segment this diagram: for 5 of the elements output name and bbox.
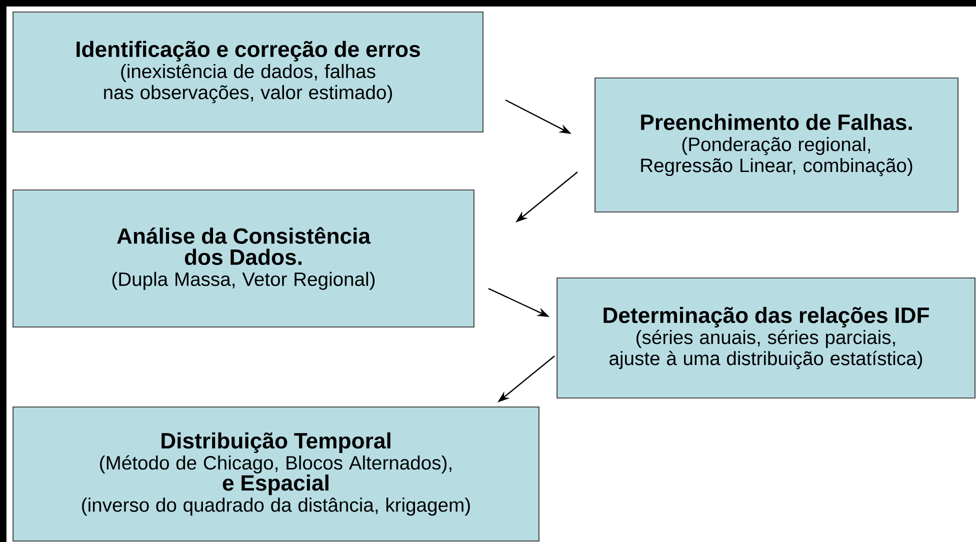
- process-box: Identificação e correção de erros (inexistência de dados, falhas nas observações, valor estimado): [12, 11, 484, 133]
- process-box: Distribuição Temporal (Método de Chicago, Blocos Alternados), e Espacial (inverso do quadrado da distância, krigagem): [12, 406, 540, 542]
- process-box: Determinação das relações IDF (séries anuais, séries parciais, ajuste à uma distribuição estatística): [556, 277, 976, 399]
- process-box: Preenchimento de Falhas. (Ponderação regional, Regressão Linear, combinação): [594, 78, 958, 213]
- process-box: Análise da Consistência dos Dados. (Dupla Massa, Vetor Regional): [12, 190, 474, 328]
